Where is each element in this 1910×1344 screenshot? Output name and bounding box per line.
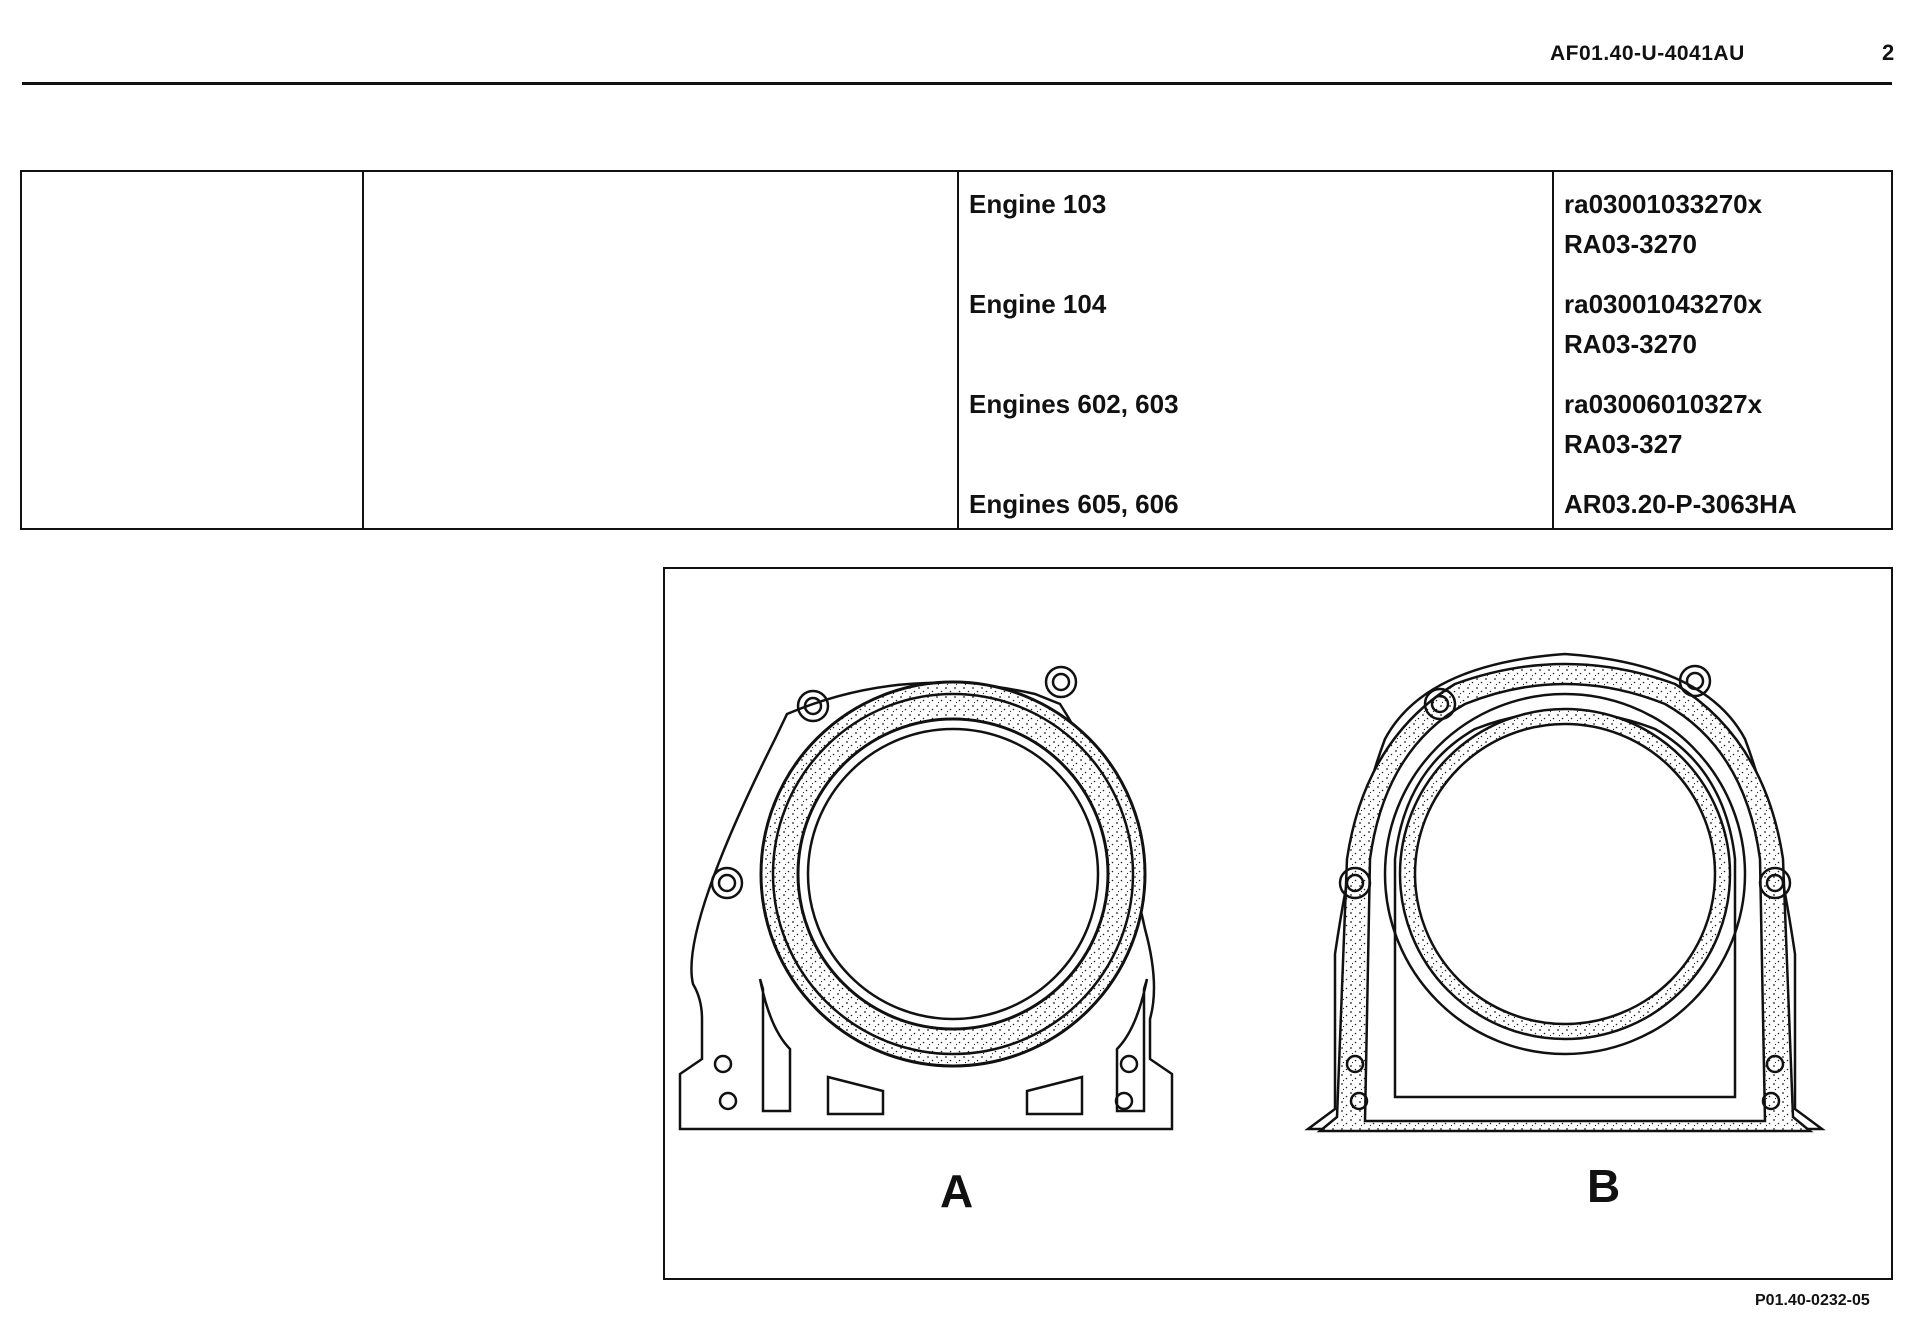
reference-code: ra03001033270x — [1564, 189, 1763, 219]
engine-label: Engines 605, 606 — [969, 489, 1179, 519]
header-divider — [22, 82, 1892, 85]
reference-table: Engine 103 ra03001033270x RA03-3270 Engi… — [20, 170, 1893, 530]
engine-label: Engines 602, 603 — [969, 389, 1179, 419]
reference-code: RA03-3270 — [1564, 229, 1697, 259]
flange-a-drawing — [678, 665, 1174, 1131]
table-column-divider — [362, 172, 364, 528]
figure-frame: A B — [663, 567, 1893, 1280]
table-column-divider — [1552, 172, 1554, 528]
figure-reference: P01.40-0232-05 — [1755, 1292, 1870, 1309]
page-number: 2 — [1882, 40, 1895, 65]
reference-code: RA03-327 — [1564, 429, 1683, 459]
reference-code: RA03-3270 — [1564, 329, 1697, 359]
document-code: AF01.40-U-4041AU — [1550, 42, 1745, 65]
figure-label-a: A — [940, 1165, 974, 1217]
engine-label: Engine 103 — [969, 189, 1107, 219]
engine-label: Engine 104 — [969, 289, 1107, 319]
figure-label-b: B — [1587, 1160, 1621, 1212]
flange-b-drawing — [1304, 652, 1826, 1133]
table-column-divider — [957, 172, 959, 528]
reference-code: AR03.20-P-3063HA — [1564, 489, 1797, 519]
reference-code: ra03006010327x — [1564, 389, 1763, 419]
seal-flange-illustration — [678, 652, 1826, 1133]
reference-code: ra03001043270x — [1564, 289, 1763, 319]
